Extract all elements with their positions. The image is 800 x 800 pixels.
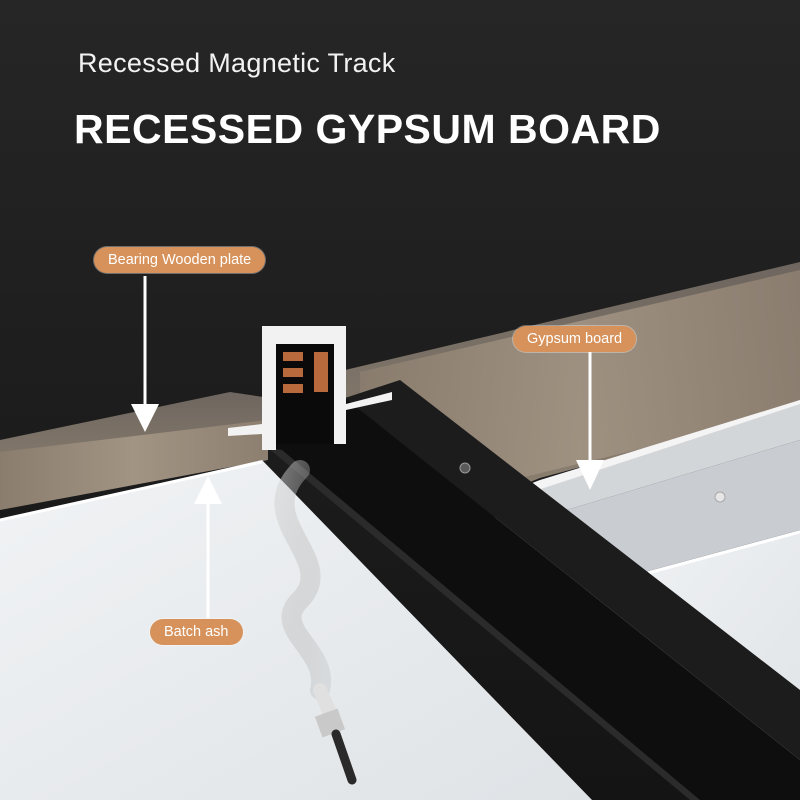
track-side <box>345 380 800 760</box>
arrow-batch-ash <box>194 476 222 618</box>
callout-bearing-wooden-plate: Bearing Wooden plate <box>94 247 266 273</box>
right-board-texture <box>360 270 800 478</box>
copper-rail-4 <box>314 352 328 392</box>
ceiling-edge-line <box>0 460 263 522</box>
gypsum-board-highlight <box>488 400 800 505</box>
copper-rail-1 <box>283 352 303 361</box>
callout-gypsum-board: Gypsum board <box>513 326 637 352</box>
paint-brush-icon <box>274 460 357 785</box>
arrow-bearing-plate <box>131 276 159 432</box>
track-profile-cap <box>262 326 346 344</box>
track-left-flange <box>228 424 262 436</box>
track-edge <box>268 448 700 800</box>
screw-icon <box>714 491 726 503</box>
track-profile-right-wall <box>334 326 346 444</box>
page-title: RECESSED GYPSUM BOARD <box>74 106 661 152</box>
page-subtitle: Recessed Magnetic Track <box>78 48 396 78</box>
track-right-flange <box>346 392 392 410</box>
screw-icon <box>459 462 471 474</box>
arrow-gypsum-board <box>576 352 604 490</box>
callout-batch-ash: Batch ash <box>150 619 243 645</box>
gypsum-board-edge <box>488 400 800 530</box>
copper-rail-3 <box>283 384 303 393</box>
track-profile-left-wall <box>262 326 276 450</box>
track-body <box>268 398 800 800</box>
left-wood-edge <box>0 420 268 510</box>
copper-rail-2 <box>283 368 303 377</box>
